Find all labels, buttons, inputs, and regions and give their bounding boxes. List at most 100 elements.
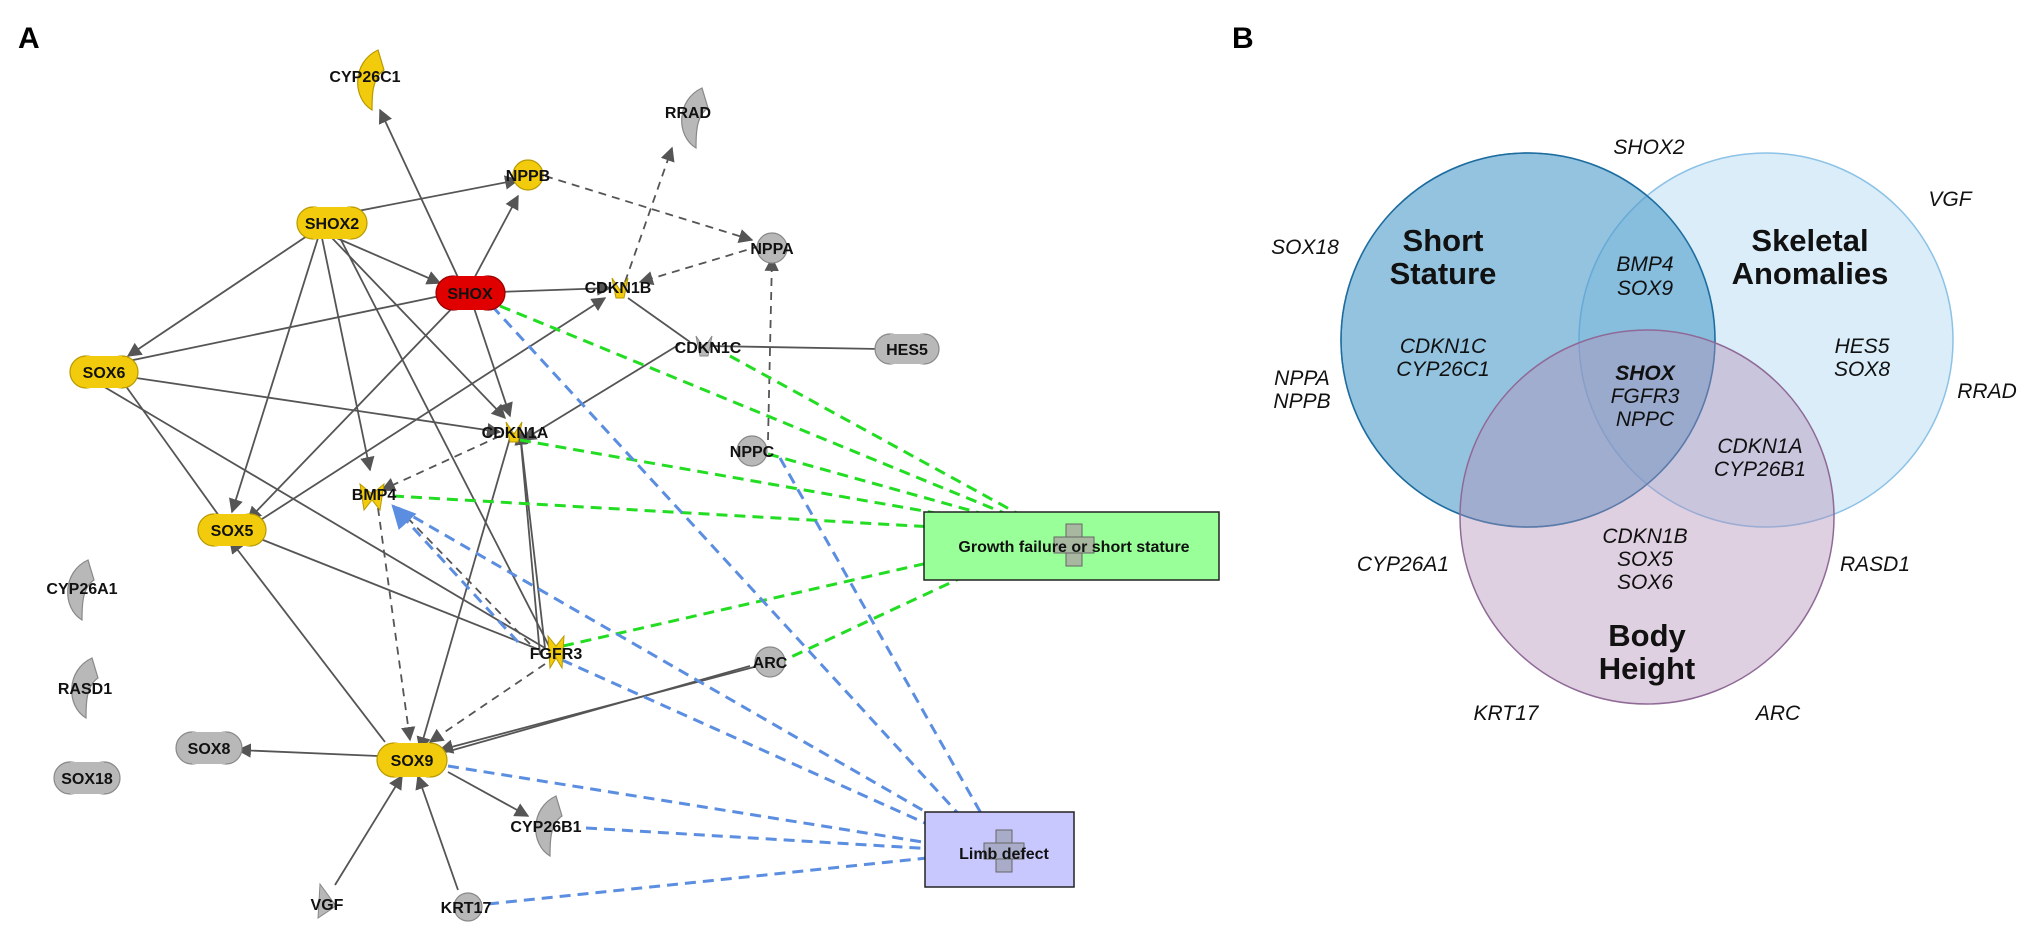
venn-title-short-1: Short (1403, 223, 1484, 258)
node-krt17: KRT17 (441, 892, 492, 922)
dashed-edges (377, 146, 779, 743)
svg-text:SOX6: SOX6 (83, 365, 126, 382)
gene-label: CYP26B1 (1714, 458, 1806, 481)
panel-a-label: A (18, 22, 40, 55)
node-cdkn1a: CDKN1A (482, 421, 549, 443)
venn-circle-skeletal-anomalies (1578, 152, 1954, 528)
gene-label: CDKN1B (1602, 525, 1687, 548)
node-rasd1: RASD1 (58, 657, 112, 720)
phenotype-growth: Growth failure or short stature (923, 511, 1220, 581)
gene-label: SOX6 (1617, 571, 1673, 594)
gene-label: CDKN1C (1400, 335, 1487, 358)
node-shox2: SHOX2 (296, 206, 368, 240)
gene-label: SOX9 (1617, 277, 1673, 300)
gene-label: CYP26A1 (1357, 553, 1449, 576)
gene-label: RASD1 (1840, 553, 1910, 576)
svg-text:NPPA: NPPA (750, 241, 794, 258)
svg-text:CDKN1C: CDKN1C (675, 340, 742, 357)
svg-text:FGFR3: FGFR3 (530, 646, 583, 663)
node-nppa: NPPA (750, 232, 794, 264)
svg-text:CYP26C1: CYP26C1 (329, 69, 400, 86)
gene-label: SOX18 (1271, 236, 1339, 259)
svg-text:SOX5: SOX5 (211, 523, 254, 540)
svg-text:CYP26A1: CYP26A1 (46, 581, 117, 598)
gene-label: FGFR3 (1611, 385, 1680, 408)
enzyme-icon (357, 49, 385, 112)
gene-label: BMP4 (1616, 253, 1673, 276)
panel-b-label: B (1232, 22, 1254, 55)
node-cyp26a1: CYP26A1 (46, 559, 118, 622)
gene-label: CYP26C1 (1396, 358, 1489, 381)
svg-text:CYP26B1: CYP26B1 (510, 819, 581, 836)
gene-label: SHOX (1615, 362, 1677, 385)
kinase-icon (611, 277, 629, 299)
venn-title-skeletal-1: Skeletal (1751, 223, 1868, 258)
svg-text:RRAD: RRAD (665, 105, 711, 122)
node-cyp26c1: CYP26C1 (329, 49, 401, 112)
node-nppc: NPPC (730, 435, 775, 467)
svg-text:VGF: VGF (311, 897, 344, 914)
gene-label: ARC (1754, 702, 1801, 725)
growth-edges (392, 304, 1058, 666)
gene-label: RRAD (1957, 380, 2017, 403)
node-hes5: HES5 (874, 333, 940, 365)
enzyme-icon (535, 795, 563, 858)
node-sox6: SOX6 (69, 355, 139, 389)
svg-text:CDKN1B: CDKN1B (585, 280, 652, 297)
phenotype-limb: Limb defect (924, 811, 1075, 888)
node-sox5: SOX5 (197, 513, 267, 547)
gene-label: KRT17 (1474, 702, 1540, 725)
growth-label: Growth failure or short stature (958, 539, 1189, 556)
svg-text:HES5: HES5 (886, 342, 928, 359)
gene-label: NPPA (1274, 367, 1330, 390)
venn-title-skeletal-2: Anomalies (1732, 256, 1889, 291)
node-cdkn1c: CDKN1C (675, 335, 742, 357)
phenotype-cross-icon (1053, 536, 1095, 554)
node-sox9: SOX9 (376, 742, 448, 778)
gene-label: SOX5 (1617, 548, 1673, 571)
svg-text:SHOX2: SHOX2 (305, 216, 359, 233)
gene-label: SHOX2 (1613, 136, 1685, 159)
svg-text:SOX18: SOX18 (61, 771, 113, 788)
node-shox: SHOX (435, 275, 506, 311)
svg-text:SOX9: SOX9 (391, 753, 434, 770)
solid-edges (94, 108, 881, 891)
node-bmp4: BMP4 (352, 482, 397, 512)
gene-label: CDKN1A (1717, 435, 1802, 458)
node-sox8: SOX8 (175, 731, 243, 765)
enzyme-icon (681, 87, 709, 150)
node-rrad: RRAD (665, 87, 711, 150)
svg-text:KRT17: KRT17 (441, 900, 492, 917)
venn-title-body-2: Height (1599, 651, 1695, 686)
node-fgfr3: FGFR3 (530, 634, 583, 670)
panel-a: A (18, 22, 1220, 922)
enzyme-icon (67, 559, 95, 622)
svg-text:SHOX: SHOX (447, 286, 493, 303)
svg-text:NPPB: NPPB (506, 168, 550, 185)
phenotype-cross-icon (983, 842, 1025, 860)
venn-circle-short-stature (1340, 152, 1716, 528)
receptor-icon (547, 634, 565, 670)
svg-text:ARC: ARC (753, 655, 788, 672)
enzyme-icon (71, 657, 99, 720)
limb-label: Limb defect (959, 846, 1049, 863)
panel-b: B Short St (1232, 22, 2017, 725)
node-cdkn1b: CDKN1B (585, 277, 652, 299)
node-nppb: NPPB (506, 159, 550, 191)
node-arc: ARC (753, 646, 788, 678)
gene-label: HES5 (1835, 335, 1890, 358)
gene-label: NPPC (1616, 408, 1675, 431)
node-vgf: VGF (311, 882, 344, 919)
node-cyp26b1: CYP26B1 (510, 795, 582, 858)
limb-edges (391, 304, 997, 906)
gene-label: NPPB (1273, 390, 1330, 413)
venn-circle-body-height (1459, 329, 1835, 705)
svg-text:CDKN1A: CDKN1A (482, 425, 549, 442)
node-sox18: SOX18 (53, 761, 121, 795)
svg-text:RASD1: RASD1 (58, 681, 112, 698)
svg-text:SOX8: SOX8 (188, 741, 231, 758)
svg-text:NPPC: NPPC (730, 444, 775, 461)
svg-text:BMP4: BMP4 (352, 487, 397, 504)
venn-title-short-2: Stature (1390, 256, 1497, 291)
